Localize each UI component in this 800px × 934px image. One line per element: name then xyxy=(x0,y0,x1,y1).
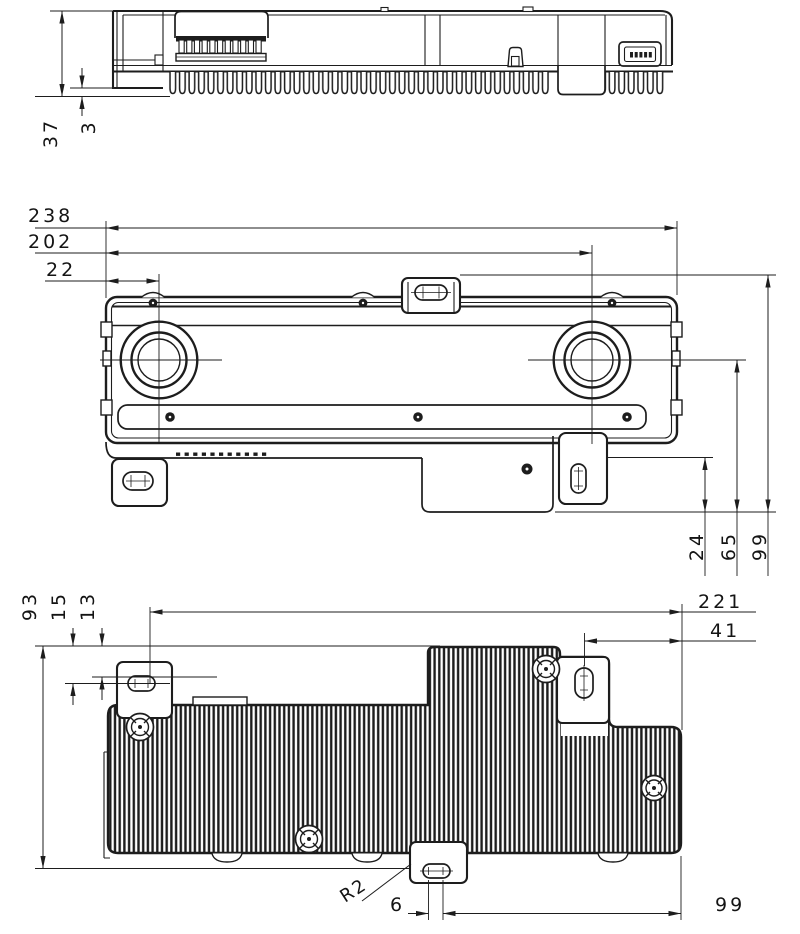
side-seam-lines xyxy=(424,15,606,67)
back-top-lip xyxy=(192,696,248,706)
dim-front-tab-height: 24 xyxy=(686,531,708,561)
side-heatsink-fins xyxy=(168,66,665,97)
dim-back-slot-span: 221 xyxy=(698,591,743,613)
usb-connector xyxy=(618,41,662,67)
back-left-tab xyxy=(115,660,174,720)
screw-boss xyxy=(125,712,155,742)
front-view: 238 202 22 24 65 99 xyxy=(28,205,776,576)
side-top-bump-right xyxy=(522,6,534,13)
front-lower-tray xyxy=(421,436,554,513)
dim-back-slot-right: 41 xyxy=(710,620,740,642)
dim-side-fin-height: 3 xyxy=(78,119,100,134)
screw-boss xyxy=(640,774,668,802)
front-left-tab xyxy=(110,457,169,508)
side-mount-recess xyxy=(557,66,606,96)
front-top-tab xyxy=(400,276,462,315)
side-view: 37 3 xyxy=(35,6,674,148)
vent-slots xyxy=(176,452,267,456)
back-top-dimensions: 221 41 xyxy=(149,591,756,730)
dim-back-overall-height: 93 xyxy=(19,591,41,621)
back-right-tab xyxy=(555,655,611,736)
dim-side-overall-height: 37 xyxy=(40,118,62,148)
dim-front-lens-height: 65 xyxy=(718,531,740,561)
back-bottom-dimensions: R2 6 99 xyxy=(336,856,745,920)
back-view: 93 15 13 221 41 R2 6 99 xyxy=(19,591,756,920)
front-right-tab xyxy=(557,431,609,506)
dim-back-slot-pitch: 6 xyxy=(390,894,405,916)
back-bottom-tab xyxy=(408,840,469,885)
left-flange xyxy=(103,751,110,859)
side-edge-details xyxy=(100,321,683,416)
dim-front-overall-width: 238 xyxy=(28,205,73,227)
front-width-dimensions: 238 202 22 xyxy=(28,205,776,513)
radius-leader xyxy=(361,863,412,902)
front-skirt xyxy=(105,441,422,459)
side-bracket-detail xyxy=(154,54,164,66)
back-left-dimensions: 93 15 13 xyxy=(19,591,440,869)
dim-back-tab-right: 99 xyxy=(715,894,745,916)
lens-crosshairs xyxy=(100,245,746,444)
dim-front-left-lens: 22 xyxy=(46,259,76,281)
screw-boss xyxy=(531,654,561,684)
front-lower-strip xyxy=(117,404,647,430)
screw-boss xyxy=(294,824,324,854)
terminal-connector xyxy=(174,10,269,62)
dim-back-slot-center: 15 xyxy=(48,591,70,621)
side-dimensions: 37 3 xyxy=(35,10,170,148)
front-height-dimensions: 24 65 99 xyxy=(686,275,771,576)
dim-front-overall-height: 99 xyxy=(749,531,771,561)
side-top-bump-left xyxy=(380,6,389,13)
dim-front-right-lens: 202 xyxy=(28,231,73,253)
feet xyxy=(211,853,629,863)
dim-back-slot-edge: 13 xyxy=(77,591,99,621)
dim-back-corner-radius: R2 xyxy=(336,874,371,907)
